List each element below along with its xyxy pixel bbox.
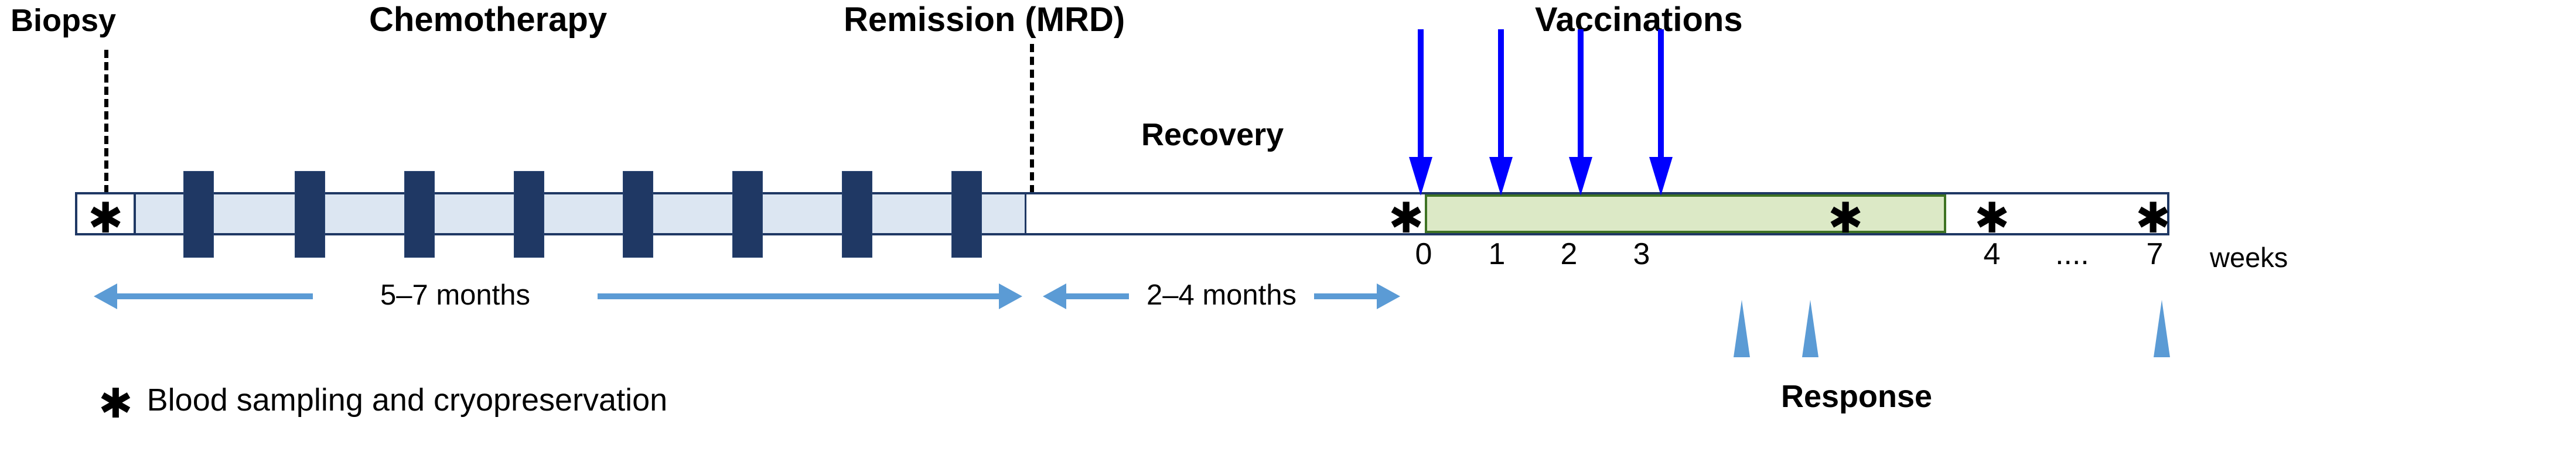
phase-label-chemotherapy: Chemotherapy — [369, 1, 608, 39]
recovery-period-segment — [1026, 194, 1425, 233]
response-marker-week3 — [1732, 300, 1751, 361]
week-axis-unit-label: weeks — [2210, 242, 2288, 273]
chemotherapy-cycle-block — [295, 171, 325, 258]
chemo-duration-label: 5–7 months — [380, 279, 531, 311]
timeline-bar — [75, 192, 2169, 235]
recovery-duration-arrow — [1043, 280, 1400, 313]
chemotherapy-period-segment — [136, 194, 1026, 233]
chemotherapy-cycle-block — [183, 171, 214, 258]
chemotherapy-cycle-block — [514, 171, 544, 258]
blood-sampling-asterisk-icon: ✱ — [88, 193, 124, 242]
phase-label-recovery: Recovery — [1141, 117, 1284, 152]
remission-connector-line — [1030, 44, 1034, 193]
vaccination-arrow-week2 — [1568, 29, 1594, 199]
week-tick-label: 1 — [1488, 237, 1506, 271]
week-tick-label: 3 — [1633, 237, 1650, 271]
blood-sampling-asterisk-icon: ✱ — [1828, 193, 1864, 242]
biopsy-connector-line — [104, 50, 108, 193]
chemo-duration-arrow — [94, 280, 1022, 313]
response-marker-week7 — [2152, 300, 2171, 361]
legend: ✱ Blood sampling and cryopreservation — [98, 379, 668, 424]
blood-sampling-asterisk-icon: ✱ — [1388, 193, 1424, 242]
phase-label-biopsy: Biopsy — [11, 3, 117, 38]
asterisk-icon: ✱ — [98, 379, 133, 428]
week-tick-label: 7 — [2146, 237, 2164, 271]
blood-sampling-asterisk-icon: ✱ — [1974, 193, 2010, 242]
phase-label-remission-mrd: Remission (MRD) — [844, 1, 1125, 39]
blood-sampling-asterisk-icon: ✱ — [2135, 193, 2171, 242]
week-tick-label: 4 — [1983, 237, 2001, 271]
week-tick-label: .... — [2055, 237, 2089, 271]
response-label: Response — [1781, 379, 1933, 414]
recovery-duration-label: 2–4 months — [1146, 279, 1297, 311]
chemotherapy-cycle-block — [732, 171, 763, 258]
chemotherapy-cycle-block — [404, 171, 435, 258]
chemotherapy-cycle-block — [951, 171, 982, 258]
week-tick-label: 0 — [1415, 237, 1432, 271]
phase-label-vaccinations: Vaccinations — [1535, 1, 1743, 39]
vaccination-arrow-week0 — [1408, 29, 1434, 199]
vaccination-arrow-week1 — [1488, 29, 1514, 199]
biopsy-sample-cell — [77, 194, 136, 233]
chemotherapy-cycle-block — [842, 171, 872, 258]
week-tick-label: 2 — [1560, 237, 1578, 271]
vaccination-window-segment — [1425, 194, 1946, 233]
chemotherapy-cycle-block — [623, 171, 653, 258]
legend-label: Blood sampling and cryopreservation — [146, 382, 668, 418]
vaccination-arrow-week3 — [1648, 29, 1674, 199]
response-marker-week4 — [1801, 300, 1820, 361]
